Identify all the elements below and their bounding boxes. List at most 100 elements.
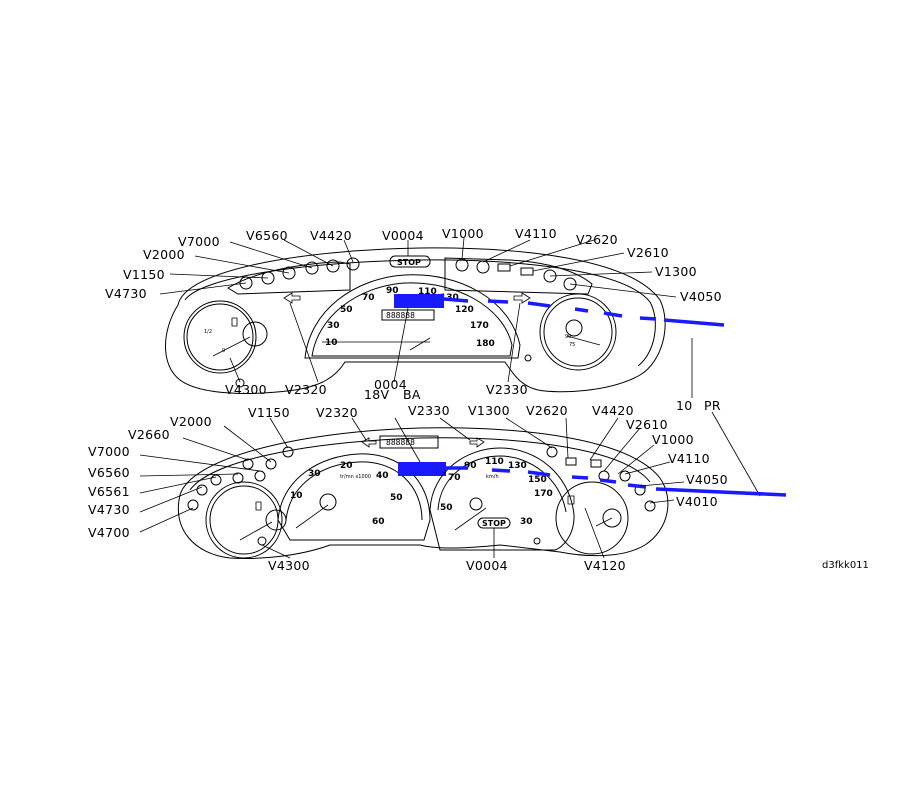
top-fuel-gauge: 1/2 0: [183, 300, 268, 388]
top-temp-gauge: 90 75: [524, 293, 617, 371]
top-fuel-half-mark: 1/2: [204, 329, 212, 335]
label-0004: 0004: [374, 377, 407, 392]
bottom-fuel-gauge: [205, 481, 287, 559]
speedo-unit: km/h: [486, 474, 499, 480]
warning-lamp-icon: [196, 484, 208, 496]
bottom-stop-lamp: STOP: [482, 519, 506, 528]
label-v2620: V2620: [526, 403, 568, 418]
label-v2330: V2330: [408, 403, 450, 418]
label-v0004: V0004: [382, 228, 424, 243]
top-fuel-zero-mark: 0: [222, 348, 225, 354]
bottom-left-turn-arrow-icon: [361, 437, 377, 448]
top-left-turn-arrow-icon: [283, 292, 301, 304]
warning-lamp-icon: [497, 263, 511, 272]
label-v6560: V6560: [88, 465, 130, 480]
top-speedo-num: 90: [386, 286, 399, 296]
warning-lamp-icon: [282, 446, 294, 458]
label-v1300: V1300: [655, 264, 697, 279]
warning-lamp-icon: [187, 499, 199, 511]
top-stop-lamp: STOP: [397, 258, 421, 267]
label-v4010: V4010: [676, 494, 718, 509]
warning-lamp-icon: [590, 459, 602, 468]
top-speedo-num: 110: [418, 287, 437, 297]
top-temp-90-mark: 90: [565, 334, 571, 340]
speedo-num: 170: [534, 489, 553, 499]
label-v2330: V2330: [486, 382, 528, 397]
top-speedo-num: 170: [470, 321, 489, 331]
warning-lamp-icon: [546, 446, 558, 458]
top-leader-lines: [159, 237, 761, 497]
top-speedo-num: 70: [362, 293, 375, 303]
label-ba: BA: [403, 387, 421, 402]
label-v1000: V1000: [442, 226, 484, 241]
bottom-blue-highlight-dashes: [446, 466, 787, 497]
label-v2610: V2610: [626, 417, 668, 432]
label-v2660: V2660: [128, 427, 170, 442]
top-blue-highlight-dashes: [443, 297, 725, 327]
top-speedo-num: 180: [476, 339, 495, 349]
label-v4700: V4700: [88, 525, 130, 540]
label-pr: PR: [704, 398, 721, 413]
tacho-num: 10: [290, 491, 303, 501]
top-cluster-housing: [165, 247, 666, 394]
label-v4110: V4110: [668, 451, 710, 466]
label-v0004: V0004: [466, 558, 508, 573]
top-temp-75-mark: 75: [569, 342, 575, 348]
warning-lamp-icon: [455, 258, 469, 272]
top-speedo-num: 30: [327, 321, 340, 331]
label-v2000: V2000: [170, 414, 212, 429]
label-v1150: V1150: [248, 405, 290, 420]
bottom-tachometer: 20 30 40 10 50 60 tr/mn x1000: [277, 453, 446, 541]
top-labels: V7000 V6560 V4420 V0004 V1000 V4110 V262…: [105, 226, 722, 413]
label-v7000: V7000: [88, 444, 130, 459]
warning-lamp-icon: [644, 500, 656, 512]
speedo-num: 130: [508, 461, 527, 471]
speedo-num: 70: [448, 473, 461, 483]
top-speedo-num: 10: [325, 338, 338, 348]
label-v4050: V4050: [680, 289, 722, 304]
top-odometer: 888888: [386, 311, 415, 320]
label-v4420: V4420: [592, 403, 634, 418]
warning-lamp-icon: [619, 470, 631, 482]
bottom-cluster-housing: [178, 427, 669, 559]
top-lamp-strip: [227, 261, 351, 295]
bottom-highlight-box: [398, 462, 446, 476]
bottom-odometer: 888888: [386, 438, 415, 447]
warning-lamp-icon: [563, 277, 577, 291]
label-v4730: V4730: [105, 286, 147, 301]
bottom-cluster: 20 30 40 10 50 60 tr/mn x1000 70 90 110 …: [88, 403, 787, 573]
label-18v: 18V: [364, 387, 390, 402]
top-highlight-box: [394, 294, 444, 308]
warning-lamp-icon: [232, 472, 244, 484]
top-right-turn-arrow-icon: [513, 292, 531, 304]
label-v4420: V4420: [310, 228, 352, 243]
speedo-num: 150: [528, 475, 547, 485]
warning-lamp-icon: [476, 260, 490, 274]
bottom-temp-gauge: [533, 481, 629, 555]
label-v2610: V2610: [627, 245, 669, 260]
label-v2320: V2320: [316, 405, 358, 420]
warning-lamp-icon: [565, 457, 577, 466]
speedo-num: 110: [485, 457, 504, 467]
label-v1000: V1000: [652, 432, 694, 447]
label-v6560: V6560: [246, 228, 288, 243]
speedo-num: 90: [464, 461, 477, 471]
tacho-num: 50: [390, 493, 403, 503]
label-v4120: V4120: [584, 558, 626, 573]
tacho-num: 20: [340, 461, 353, 471]
bottom-speedometer: 70 90 110 130 150 170 50 30 km/h STOP: [429, 447, 575, 551]
label-v4050: V4050: [686, 472, 728, 487]
tacho-num: 40: [376, 471, 389, 481]
warning-lamp-icon: [242, 458, 254, 470]
warning-lamp-icon: [210, 474, 222, 486]
top-cluster: 1/2 0 70 90 110 130 50 120 30 170 10 180…: [105, 226, 761, 497]
top-speedo-num: 120: [455, 305, 474, 315]
label-v7000: V7000: [178, 234, 220, 249]
top-right-warning-lamps: [455, 258, 577, 291]
warning-lamp-icon: [254, 470, 266, 482]
label-v2000: V2000: [143, 247, 185, 262]
figure-code: d3fkk011: [822, 560, 869, 571]
label-v4730: V4730: [88, 502, 130, 517]
warning-lamp-icon: [265, 458, 277, 470]
tacho-num: 60: [372, 517, 385, 527]
